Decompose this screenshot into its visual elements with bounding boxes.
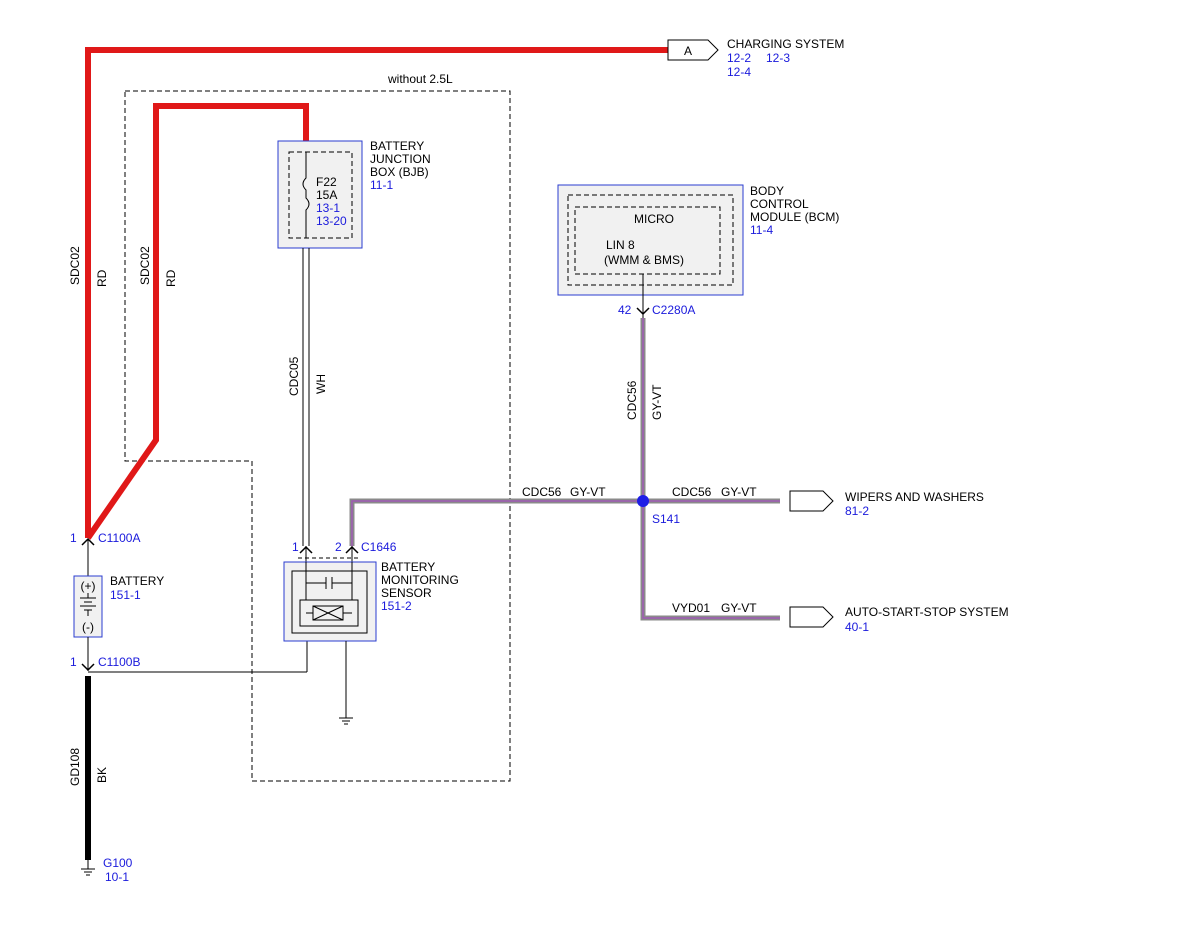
battery-plus: (+) <box>81 579 96 593</box>
splice-dot[interactable] <box>637 495 649 507</box>
bms-label-3: SENSOR <box>381 586 432 600</box>
bjb-ref[interactable]: 11-1 <box>370 178 393 192</box>
bms-inner <box>291 570 368 634</box>
bcm-ref[interactable]: 11-4 <box>750 223 773 237</box>
wire-label-gyvt-vyd01: GY-VT <box>721 601 757 615</box>
auto-start-stop-label: AUTO-START-STOP SYSTEM <box>845 605 1009 619</box>
wire-label-vyd01: VYD01 <box>672 601 710 615</box>
region-boundary <box>124 90 511 782</box>
ground-icon <box>81 860 95 876</box>
bcm-dashed-inner <box>574 206 721 275</box>
bms-label-1: BATTERY <box>381 560 435 574</box>
battery-top-pin: 1 <box>70 531 77 545</box>
wire-label-rd-right: RD <box>164 269 178 287</box>
wire-label-rd-left: RD <box>95 269 109 287</box>
wire-sdc02-right <box>85 103 309 540</box>
bcm-label-3: MODULE (BCM) <box>750 210 839 224</box>
bcm-connector[interactable]: C2280A <box>652 303 695 317</box>
bms-pin1: 1 <box>292 540 299 554</box>
region-label: without 2.5L <box>387 72 453 86</box>
charging-connector-letter: A <box>684 44 692 58</box>
fuse-name: F22 <box>316 175 337 189</box>
wipers-label: WIPERS AND WASHERS <box>845 490 984 504</box>
bjb-box[interactable] <box>277 140 363 249</box>
bjb-inner <box>288 151 353 239</box>
auto-start-stop-connector[interactable] <box>789 606 834 628</box>
battery-bottom-arrow <box>81 663 95 672</box>
bms-connector[interactable]: C1646 <box>361 540 397 554</box>
wire-label-bk: BK <box>95 767 109 783</box>
bms-element-outer <box>299 599 359 627</box>
charging-ref-b[interactable]: 12-3 <box>766 51 790 65</box>
bcm-label-2: CONTROL <box>750 197 809 211</box>
bms-box[interactable] <box>283 561 377 642</box>
bcm-lin-label: LIN 8 <box>606 238 635 252</box>
wire-label-gyvt-right: GY-VT <box>721 485 757 499</box>
bms-ground-icon <box>339 717 353 725</box>
wire-label-sdc02-right: SDC02 <box>138 246 152 285</box>
bcm-label-1: BODY <box>750 184 784 198</box>
bms-pin2: 2 <box>335 540 342 554</box>
wire-label-gd108: GD108 <box>68 748 82 786</box>
auto-start-stop-ref[interactable]: 40-1 <box>845 620 869 634</box>
wire-label-cdc56-right: CDC56 <box>672 485 712 499</box>
wire-label-cdc56-vert: CDC56 <box>625 380 639 420</box>
splice-label[interactable]: S141 <box>652 512 680 526</box>
battery-ref[interactable]: 151-1 <box>110 588 141 602</box>
bcm-lin-sub: (WMM & BMS) <box>604 253 684 267</box>
bcm-pin-arrow <box>636 307 650 316</box>
charging-ref-a[interactable]: 12-2 <box>727 51 751 65</box>
wipers-ref[interactable]: 81-2 <box>845 504 869 518</box>
charging-system-label: CHARGING SYSTEM <box>727 37 844 51</box>
bcm-box[interactable] <box>557 184 744 296</box>
fuse-symbol <box>302 152 310 238</box>
bjb-label-1: BATTERY <box>370 139 424 153</box>
battery-top-connector[interactable]: C1100A <box>98 531 140 545</box>
battery-cells-icon <box>80 593 96 616</box>
wire-label-sdc02-left: SDC02 <box>68 246 82 285</box>
bjb-label-2: JUNCTION <box>370 152 431 166</box>
bcm-micro-label: MICRO <box>634 212 674 226</box>
battery-minus: (-) <box>82 620 94 634</box>
wipers-connector[interactable] <box>789 490 834 512</box>
capacitor-icon <box>306 577 352 589</box>
charging-ref-c[interactable]: 12-4 <box>727 65 751 79</box>
bms-label-2: MONITORING <box>381 573 459 587</box>
wire-label-cdc56-left: CDC56 <box>522 485 562 499</box>
wire-label-wh: WH <box>314 374 328 394</box>
ground-ref[interactable]: 10-1 <box>105 870 129 884</box>
battery-bottom-pin: 1 <box>70 655 77 669</box>
fuse-ref-b[interactable]: 13-20 <box>316 214 347 228</box>
fuse-ref-a[interactable]: 13-1 <box>316 201 340 215</box>
bcm-pin: 42 <box>618 303 632 317</box>
wire-sdc02-left <box>85 47 668 538</box>
ground-name[interactable]: G100 <box>103 856 133 870</box>
bms-ref[interactable]: 151-2 <box>381 599 412 613</box>
battery-bottom-connector[interactable]: C1100B <box>98 655 140 669</box>
shunt-resistor-icon <box>306 605 352 621</box>
charging-system-connector[interactable] <box>667 39 719 61</box>
battery-label: BATTERY <box>110 574 164 588</box>
bcm-dashed-outer <box>567 194 734 286</box>
wire-label-gyvt-left: GY-VT <box>570 485 606 499</box>
wire-label-gyvt-vert: GY-VT <box>650 384 664 420</box>
wire-label-cdc05: CDC05 <box>287 356 301 396</box>
bjb-label-3: BOX (BJB) <box>370 165 429 179</box>
fuse-rating: 15A <box>316 188 337 202</box>
